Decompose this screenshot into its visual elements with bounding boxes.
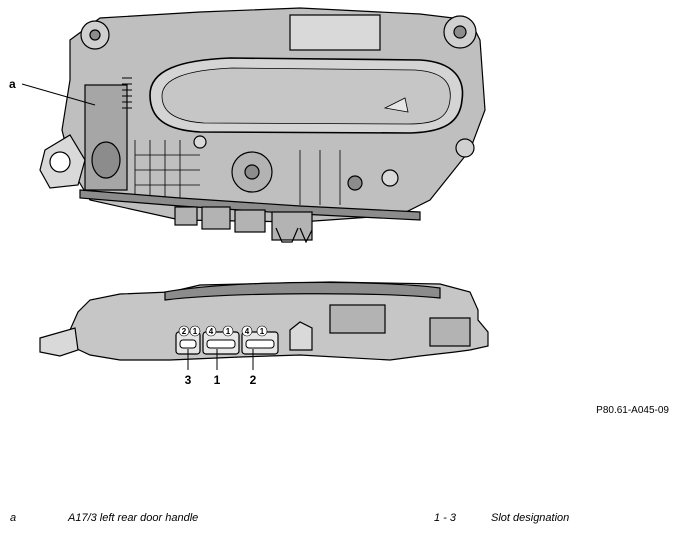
- pin-label: 4: [245, 327, 250, 336]
- legend-key-slots: 1 - 3: [434, 512, 457, 524]
- handle-top-view: [39, 7, 486, 244]
- legend-key-a: a: [10, 512, 17, 524]
- pin-label: 2: [182, 327, 187, 336]
- pin-label: 1: [226, 327, 231, 336]
- legend-text-a: A17/3 left rear door handle: [68, 512, 199, 524]
- callout-slot-2: 2: [250, 373, 257, 387]
- pin-labels: 2 1 4 1 4 1: [178, 325, 268, 337]
- slot-leaders: [187, 349, 254, 370]
- callout-slot-3: 3: [185, 373, 192, 387]
- pin-label: 4: [209, 327, 214, 336]
- callout-a: a: [9, 77, 16, 91]
- legend-text-slots: Slot designation: [491, 512, 570, 524]
- pin-label: 1: [260, 327, 265, 336]
- callout-a-leader: [21, 83, 96, 106]
- pin-label: 1: [193, 327, 198, 336]
- callout-slot-1: 1: [214, 373, 221, 387]
- figure-reference: P80.61-A045-09: [596, 405, 669, 416]
- handle-side-view: [39, 281, 489, 361]
